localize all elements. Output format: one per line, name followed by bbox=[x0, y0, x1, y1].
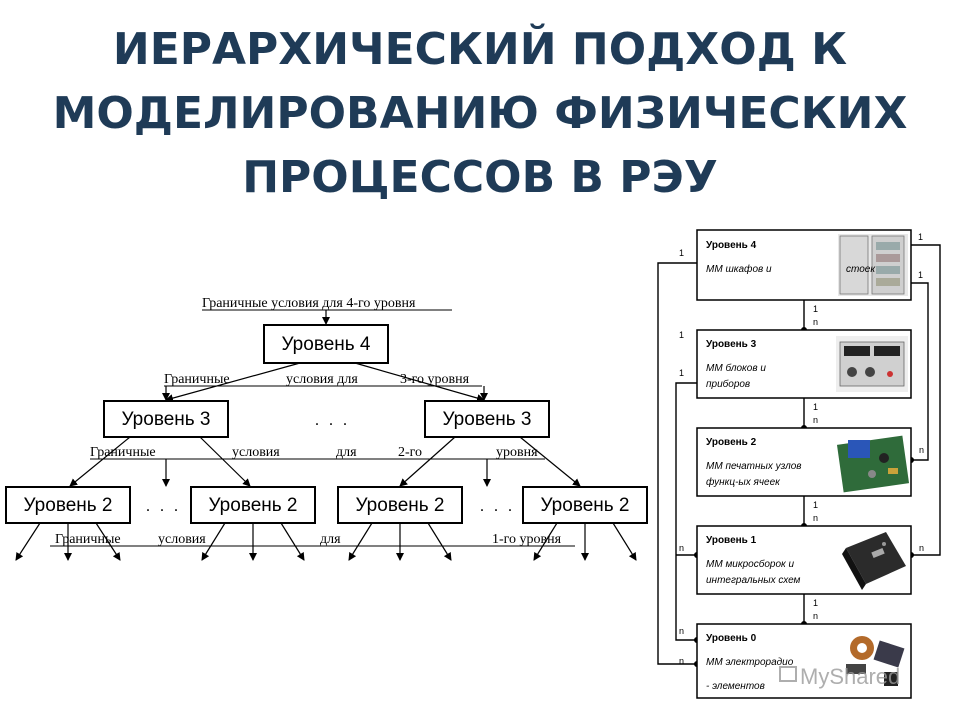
tree-level2-box-2 bbox=[190, 486, 316, 524]
slide-title: ИЕРАРХИЧЕСКИЙ ПОДХОД К МОДЕЛИРОВАНИЮ ФИЗ… bbox=[0, 18, 960, 210]
level1-box: Уровень 1 ММ микросборок и интегральных … bbox=[696, 525, 912, 595]
mult-1-d: 1 bbox=[813, 304, 818, 314]
tree-level2-box-3 bbox=[337, 486, 463, 524]
mult-n-k: n bbox=[919, 543, 924, 553]
tree-dots-l2-a: . . . bbox=[146, 498, 181, 515]
bc2-label-2: условия bbox=[232, 445, 280, 460]
bc3-label-2: условия для bbox=[286, 372, 358, 387]
bc2-label-3: для bbox=[336, 445, 357, 460]
tree-level3-box-left bbox=[103, 400, 229, 438]
bc1-label-4: 1-го уровня bbox=[492, 532, 562, 547]
level0-desc-2: - элементов bbox=[706, 681, 765, 692]
mult-1-e: 1 bbox=[679, 330, 684, 340]
pcb-image bbox=[836, 435, 910, 493]
mult-n-i: n bbox=[813, 513, 818, 523]
bc3-label-1: Граничные bbox=[164, 372, 230, 387]
level1-head: Уровень 1 bbox=[706, 535, 757, 546]
tree-level4-box bbox=[263, 324, 389, 364]
tree-dots-l3: . . . bbox=[315, 412, 350, 429]
cabinet-image bbox=[838, 234, 908, 296]
mult-n-h: n bbox=[919, 445, 924, 455]
hierarchy-tree: Граничные условия для 4-го уровня Уровен… bbox=[5, 296, 648, 561]
level3-head: Уровень 3 bbox=[706, 339, 757, 350]
tree-level2-box-1 bbox=[5, 486, 131, 524]
bc1-label-2: условия bbox=[158, 532, 206, 547]
level3-desc-1: ММ блоков и bbox=[706, 362, 766, 374]
level-diagram: 1 1 1 1 n 1 1 1 n n 1 n n n 1 n n n bbox=[657, 229, 941, 699]
tree-dots-l2-b: . . . bbox=[480, 498, 515, 515]
level1-desc-1: ММ микросборок и bbox=[706, 558, 795, 570]
bc2-label-4: 2-го bbox=[398, 445, 422, 460]
level4-desc-2: стоек bbox=[846, 264, 876, 275]
watermark-text: MyShared bbox=[800, 664, 900, 689]
mult-n-d: n bbox=[813, 317, 818, 327]
mult-1-i: 1 bbox=[813, 500, 818, 510]
level0-box: Уровень 0 ММ электрорадио - элементов bbox=[696, 623, 912, 699]
mult-n-l: n bbox=[813, 611, 818, 621]
title-line-1: ИЕРАРХИЧЕСКИЙ ПОДХОД К bbox=[112, 24, 848, 75]
tree-level2-label-2: Уровень 2 bbox=[208, 495, 297, 516]
level4-head: Уровень 4 bbox=[706, 240, 757, 251]
title-line-2: МОДЕЛИРОВАНИЮ ФИЗИЧЕСКИХ bbox=[52, 88, 908, 139]
tree-level3-right-label: Уровень 3 bbox=[442, 409, 531, 430]
bc4-label: Граничные условия для 4-го уровня bbox=[202, 296, 416, 311]
mult-1-g: 1 bbox=[813, 402, 818, 412]
tree-level3-left-label: Уровень 3 bbox=[121, 409, 210, 430]
bc2-label-5: уровня bbox=[496, 445, 538, 460]
mult-1-f: 1 bbox=[679, 368, 684, 378]
watermark: MyShared bbox=[779, 664, 900, 689]
mult-1-l: 1 bbox=[813, 598, 818, 608]
bc3-label-3: 3-го уровня bbox=[400, 372, 470, 387]
level4-box: Уровень 4 ММ шкафов и стоек bbox=[696, 229, 912, 301]
level0-desc-1: ММ электрорадио bbox=[706, 657, 794, 668]
mult-n-o: n bbox=[679, 656, 684, 666]
mult-1-b: 1 bbox=[918, 232, 923, 242]
mult-n-g: n bbox=[813, 415, 818, 425]
tree-level2-label-1: Уровень 2 bbox=[23, 495, 112, 516]
tree-level2-box-4 bbox=[522, 486, 648, 524]
tree-level4-label: Уровень 4 bbox=[281, 334, 370, 355]
tree-level2-label-3: Уровень 2 bbox=[355, 495, 444, 516]
mult-1-a: 1 bbox=[679, 248, 684, 258]
level1-desc-2: интегральных схем bbox=[706, 575, 801, 586]
mult-n-m: n bbox=[679, 626, 684, 636]
level3-box: Уровень 3 ММ блоков и приборов bbox=[696, 329, 912, 399]
components-image bbox=[846, 636, 905, 686]
level2-head: Уровень 2 bbox=[706, 437, 757, 448]
level3-desc-2: приборов bbox=[706, 378, 750, 390]
tree-level3-box-right bbox=[424, 400, 550, 438]
bc1-label-3: для bbox=[320, 532, 341, 547]
instrument-image bbox=[836, 336, 908, 392]
level0-head: Уровень 0 bbox=[706, 633, 757, 644]
mult-1-c: 1 bbox=[918, 270, 923, 280]
title-line-3: ПРОЦЕССОВ В РЭУ bbox=[242, 152, 718, 203]
mult-n-j: n bbox=[679, 543, 684, 553]
level2-desc-1: ММ печатных узлов bbox=[706, 461, 802, 472]
bc2-label-1: Граничные bbox=[90, 445, 156, 460]
tree-level2-label-4: Уровень 2 bbox=[540, 495, 629, 516]
level2-box: Уровень 2 ММ печатных узлов функц-ых яче… bbox=[696, 427, 912, 497]
level2-desc-2: функц-ых ячеек bbox=[706, 476, 781, 488]
level4-desc-1: ММ шкафов и bbox=[706, 263, 772, 275]
chip-image bbox=[842, 532, 906, 590]
